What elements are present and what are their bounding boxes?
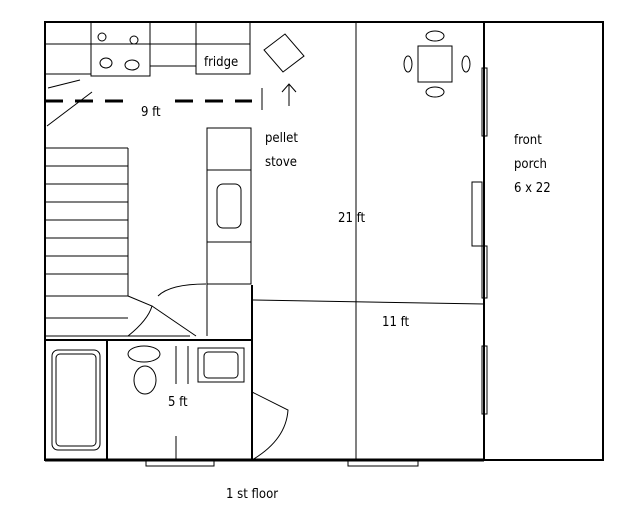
living-depth-label: 21 ft: [338, 211, 365, 226]
interior-walls: [45, 22, 485, 460]
porch-windows: [471, 67, 488, 415]
bath-width-label: 5 ft: [168, 395, 188, 410]
pellet-label-1: pellet: [265, 131, 298, 146]
floor-caption: 1 st floor: [226, 487, 278, 502]
porch-label-3: 6 x 22: [514, 181, 551, 196]
stove-icon: [90, 21, 151, 77]
staircase: [45, 147, 129, 319]
kitchen-width-dimension: 9 ft: [45, 88, 263, 120]
living-width-label: 11 ft: [382, 315, 409, 330]
fridge-icon: fridge: [195, 21, 251, 75]
pellet-label-2: stove: [265, 155, 297, 170]
bathroom: 5 ft: [51, 345, 289, 461]
bottom-windows: [145, 459, 419, 467]
exterior-walls: [44, 21, 604, 462]
dining-table-icon: [403, 30, 471, 98]
porch-label-2: porch: [514, 157, 547, 172]
cabinet-column: [206, 127, 252, 285]
pellet-stove-icon: pellet stove: [263, 33, 305, 170]
kitchen-width-label: 9 ft: [141, 105, 161, 120]
porch-label-1: front: [514, 133, 542, 148]
front-porch: front porch 6 x 22: [514, 133, 551, 196]
fridge-label: fridge: [204, 55, 238, 70]
kitchen-door-swing: [46, 79, 93, 127]
hall-door-swings: [127, 283, 208, 337]
